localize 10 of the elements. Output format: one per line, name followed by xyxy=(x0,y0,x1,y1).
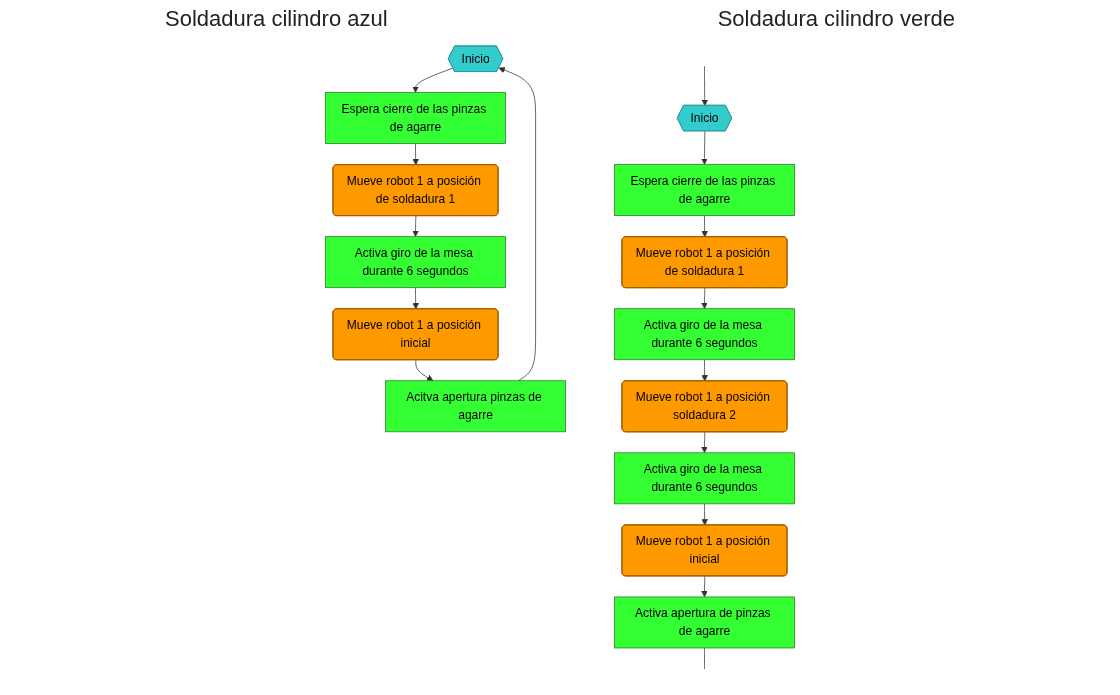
node-box: Acitva apertura pinzas de agarre xyxy=(385,380,566,433)
connector xyxy=(704,647,705,670)
node-box: Espera cierre de las pinzas de agarre xyxy=(325,92,506,144)
node-box: Activa giro de la mesa durante 6 segundos xyxy=(614,452,795,505)
node-box: Espera cierre de las pinzas de agarre xyxy=(614,164,795,216)
node-box: Activa apertura de pinzas de agarre xyxy=(614,596,795,649)
chart-title: Soldadura cilindro azul xyxy=(165,6,388,33)
node-box: Activa giro de la mesa durante 6 segundos xyxy=(614,308,795,361)
node-box: Activa giro de la mesa durante 6 segundos xyxy=(325,236,506,289)
chart-title: Soldadura cilindro verde xyxy=(717,6,955,33)
